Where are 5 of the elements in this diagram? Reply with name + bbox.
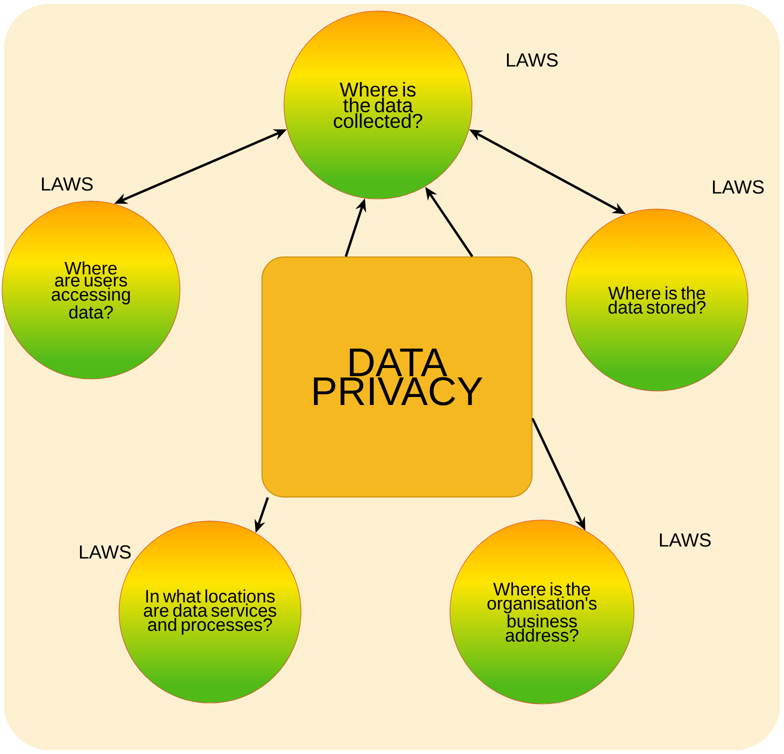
label-text: LAWS <box>507 53 558 67</box>
label-text: LAWS <box>712 180 764 194</box>
label-text: LAWS <box>660 533 711 547</box>
topic-box: DATA PRIVACY <box>262 256 532 498</box>
label-text: LAWS <box>42 177 93 191</box>
